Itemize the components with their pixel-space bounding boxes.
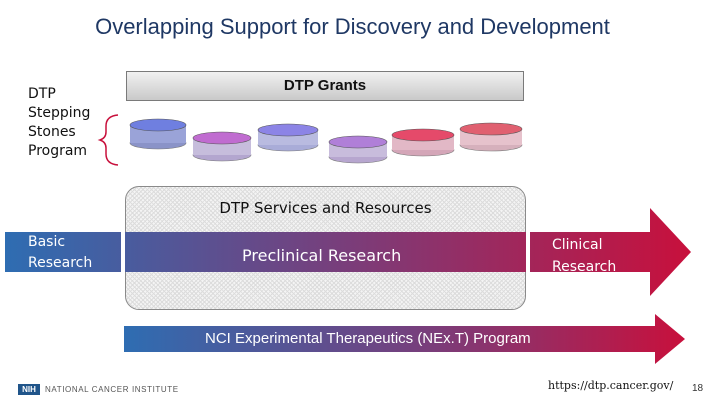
basic-line: Basic [28,234,66,250]
page-number: 18 [692,383,704,394]
stepping-stones-label: DTP Stepping Stones Program [28,85,90,161]
stepping-line: Program [28,143,88,159]
stepping-stone-disc [192,131,252,162]
brace-icon [97,114,119,166]
stepping-stone-disc [129,118,187,150]
basic-research-divider [121,232,125,272]
research-pipeline-arrow [5,208,691,296]
next-program-label: NCI Experimental Therapeutics (NEx.T) Pr… [205,330,531,347]
nih-logo-icon [18,384,40,395]
stepping-stone-disc [257,123,319,152]
clinical-line: Research [552,259,617,275]
grants-label: DTP Grants [283,77,367,94]
stepping-stone-disc [459,122,523,152]
basic-line: Research [28,255,93,271]
clinical-research-label: Clinical Research [552,234,616,278]
services-label: DTP Services and Resources [219,199,432,217]
institute-name: NATIONAL CANCER INSTITUTE [45,385,179,394]
clinical-line: Clinical [552,237,603,253]
grants-bar [126,71,524,101]
footer-url[interactable]: https://dtp.cancer.gov/ [548,379,674,392]
stepping-stone-disc [391,128,455,157]
basic-research-label: Basic Research [28,232,92,274]
next-program-arrow [124,314,685,364]
stepping-stone-disc [328,135,388,164]
nih-logo-text: NIH [22,385,36,394]
preclinical-research-label: Preclinical Research [242,246,402,265]
stepping-line: DTP [28,86,56,102]
stepping-line: Stepping [28,105,91,121]
clinical-research-divider [526,232,530,272]
stepping-line: Stones [28,124,76,140]
slide-title: Overlapping Support for Discovery and De… [95,14,610,39]
